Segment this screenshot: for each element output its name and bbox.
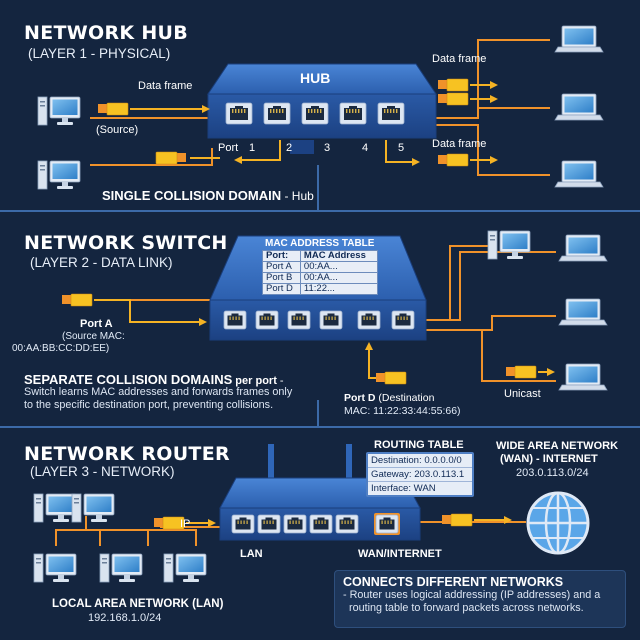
switch-caption-line2: Switch learns MAC addresses and forwards… <box>24 386 293 398</box>
lan-ip: 192.168.1.0/24 <box>88 612 162 624</box>
hub-source-pc <box>37 96 81 126</box>
mac-table-header: Port: MAC Address <box>262 250 379 262</box>
routing-table-title: ROUTING TABLE <box>374 439 464 451</box>
mac-table-cell: Port A <box>262 261 301 273</box>
hub-data-frame-top-right: Data frame <box>432 53 487 65</box>
router-ip-label: IP <box>180 518 191 530</box>
hub-port-2-number: 2 <box>286 142 293 154</box>
hub-port-5-number: 5 <box>398 142 405 154</box>
router-wan-label: WAN/INTERNET <box>358 548 442 560</box>
router-info-box: CONNECTS DIFFERENT NETWORKS - Router use… <box>334 570 626 628</box>
switch-caption-line3: to the specific destination port, preven… <box>24 399 274 411</box>
switch-unicast-label: Unicast <box>504 388 541 400</box>
switch-port-a-mac-line2: 00:AA:BB:CC:DD:EE) <box>12 343 110 354</box>
internet-globe-icon <box>526 491 590 555</box>
mac-table-cell: Port B <box>262 272 301 284</box>
hub-laptop-3 <box>554 160 604 188</box>
hub-device <box>207 63 437 154</box>
mac-address-table: Port: MAC Address Port A 00:AA... Port B… <box>262 250 379 295</box>
hub-laptop-2 <box>554 93 604 121</box>
routing-table: Destination: 0.0.0.0/0 Gateway: 203.0.11… <box>366 452 474 497</box>
router-title: NETWORK ROUTER <box>24 443 230 465</box>
hub-port-1-number: 1 <box>249 142 256 154</box>
switch-port-a-mac-line1: (Source MAC: <box>62 331 125 342</box>
router-info-title: CONNECTS DIFFERENT NETWORKS <box>343 575 564 589</box>
hub-title: NETWORK HUB <box>24 22 189 44</box>
hub-source-label: (Source) <box>96 124 139 136</box>
hub-data-frame-left: Data frame <box>138 80 193 92</box>
lan-title: LOCAL AREA NETWORK (LAN) <box>52 598 224 610</box>
router-lan-port-1 <box>231 514 255 534</box>
hub-port-prefix: Port <box>218 142 239 154</box>
switch-laptop-2 <box>558 298 608 326</box>
switch-subtitle: (LAYER 2 - DATA LINK) <box>30 255 173 270</box>
router-lan-label: LAN <box>240 548 263 560</box>
switch-port-a-label: Port A <box>80 318 113 330</box>
table-row: Port A 00:AA... <box>262 261 379 273</box>
hub-port-3 <box>301 102 329 125</box>
hub-port-3-number: 3 <box>324 142 331 154</box>
hub-port-4-number: 4 <box>362 142 369 154</box>
mac-table-cell: 11:22... <box>299 283 379 295</box>
hub-subtitle: (LAYER 1 - PHYSICAL) <box>28 46 171 61</box>
mac-table-cell: Port D <box>262 283 301 295</box>
switch-packets <box>61 293 555 385</box>
hub-packets <box>97 78 498 167</box>
switch-caption-per-port: per port <box>232 375 277 387</box>
hub-caption: SINGLE COLLISION DOMAIN - Hub <box>102 187 314 205</box>
wan-title-line1: WIDE AREA NETWORK <box>496 440 619 452</box>
hub-device-label: HUB <box>300 70 331 86</box>
switch-port-d-bold: Port D <box>344 392 376 404</box>
routing-table-row: Destination: 0.0.0.0/0 <box>368 454 472 468</box>
router-subtitle: (LAYER 3 - NETWORK) <box>30 464 175 479</box>
mac-table-col-port: Port: <box>262 250 301 262</box>
switch-port-d-line2: MAC: 11:22:33:44:55:66) <box>344 405 461 417</box>
switch-laptop-3 <box>558 363 608 391</box>
mac-table-cell: 00:AA... <box>299 272 379 284</box>
wan-title-line2: (WAN) - INTERNET <box>500 453 598 465</box>
wan-ip: 203.0.113.0/24 <box>516 467 589 479</box>
hub-pc-bottom <box>37 160 81 190</box>
mac-table-title: MAC ADDRESS TABLE <box>265 238 375 249</box>
hub-caption-rest: - Hub <box>281 189 314 203</box>
switch-caption-bold: SEPARATE COLLISION DOMAINS <box>24 372 233 387</box>
table-row: Port B 00:AA... <box>262 272 379 284</box>
routing-table-row: Gateway: 203.0.113.1 <box>368 468 472 482</box>
hub-port-4 <box>339 102 367 125</box>
switch-port-a <box>223 310 247 330</box>
switch-port-d-label: Port D (Destination <box>344 392 434 404</box>
router-info-line2: routing table to forward packets across … <box>349 602 584 614</box>
hub-caption-bold: SINGLE COLLISION DOMAIN <box>102 188 282 203</box>
lan-pc-2 <box>33 553 77 583</box>
router-info-line1: - Router uses logical addressing (IP add… <box>343 589 601 601</box>
lan-pc-1 <box>33 493 77 523</box>
hub-laptop-1 <box>554 25 604 53</box>
switch-caption-dash: - <box>276 375 284 387</box>
lan-pc-5 <box>71 493 115 523</box>
router-packets <box>153 513 512 530</box>
switch-port-d <box>357 310 381 330</box>
hub-port-1 <box>225 102 253 125</box>
switch-title: NETWORK SWITCH <box>24 232 228 254</box>
mac-table-col-mac: MAC Address <box>299 250 379 262</box>
switch-caption: SEPARATE COLLISION DOMAINS per port - <box>24 371 284 389</box>
switch-pc-1 <box>487 230 531 260</box>
hub-cables <box>90 39 550 176</box>
hub-port-5 <box>377 102 405 125</box>
hub-port-2 <box>263 102 291 125</box>
hub-data-frame-bottom-right: Data frame <box>432 138 487 150</box>
lan-pc-4 <box>163 553 207 583</box>
routing-table-row: Interface: WAN <box>371 483 436 494</box>
switch-laptop-1 <box>558 234 608 262</box>
switch-port-d-line1: (Destination <box>375 392 435 404</box>
lan-pc-3 <box>99 553 143 583</box>
mac-table-cell: 00:AA... <box>299 261 379 273</box>
table-row: Port D 11:22... <box>262 283 379 295</box>
